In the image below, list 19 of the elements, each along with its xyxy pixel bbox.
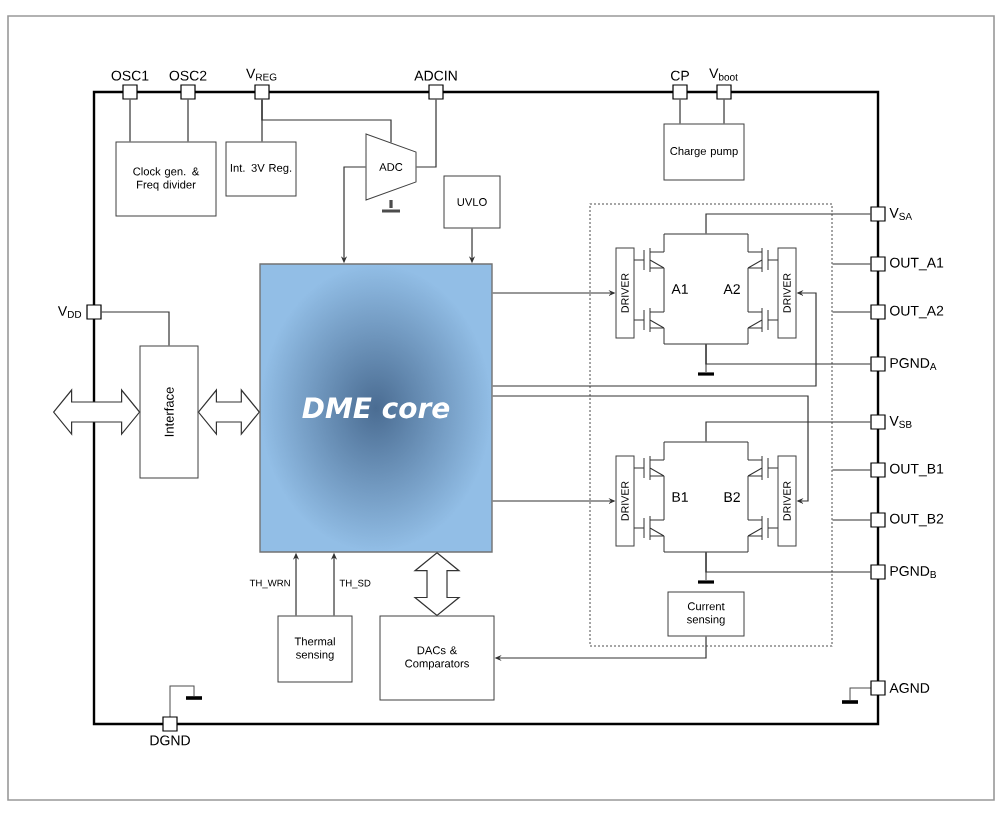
connector-line xyxy=(187,99,189,143)
connector-line xyxy=(831,519,871,521)
connector-line xyxy=(831,263,871,265)
connector-line xyxy=(831,469,871,471)
connector-line xyxy=(705,551,871,573)
double-arrow xyxy=(197,388,261,436)
connector-line xyxy=(679,99,681,125)
connector-line xyxy=(705,213,871,235)
core-block: DME core xyxy=(259,263,493,553)
connector-line xyxy=(101,311,170,347)
connector-line xyxy=(415,99,437,168)
arrow xyxy=(492,395,809,505)
connector-line xyxy=(705,343,871,365)
connector-line xyxy=(261,99,392,144)
connector-line xyxy=(129,99,131,143)
power-stage-outline xyxy=(589,203,833,647)
connector-line xyxy=(831,311,871,313)
connector-line xyxy=(723,99,725,125)
connector-line xyxy=(705,421,871,443)
